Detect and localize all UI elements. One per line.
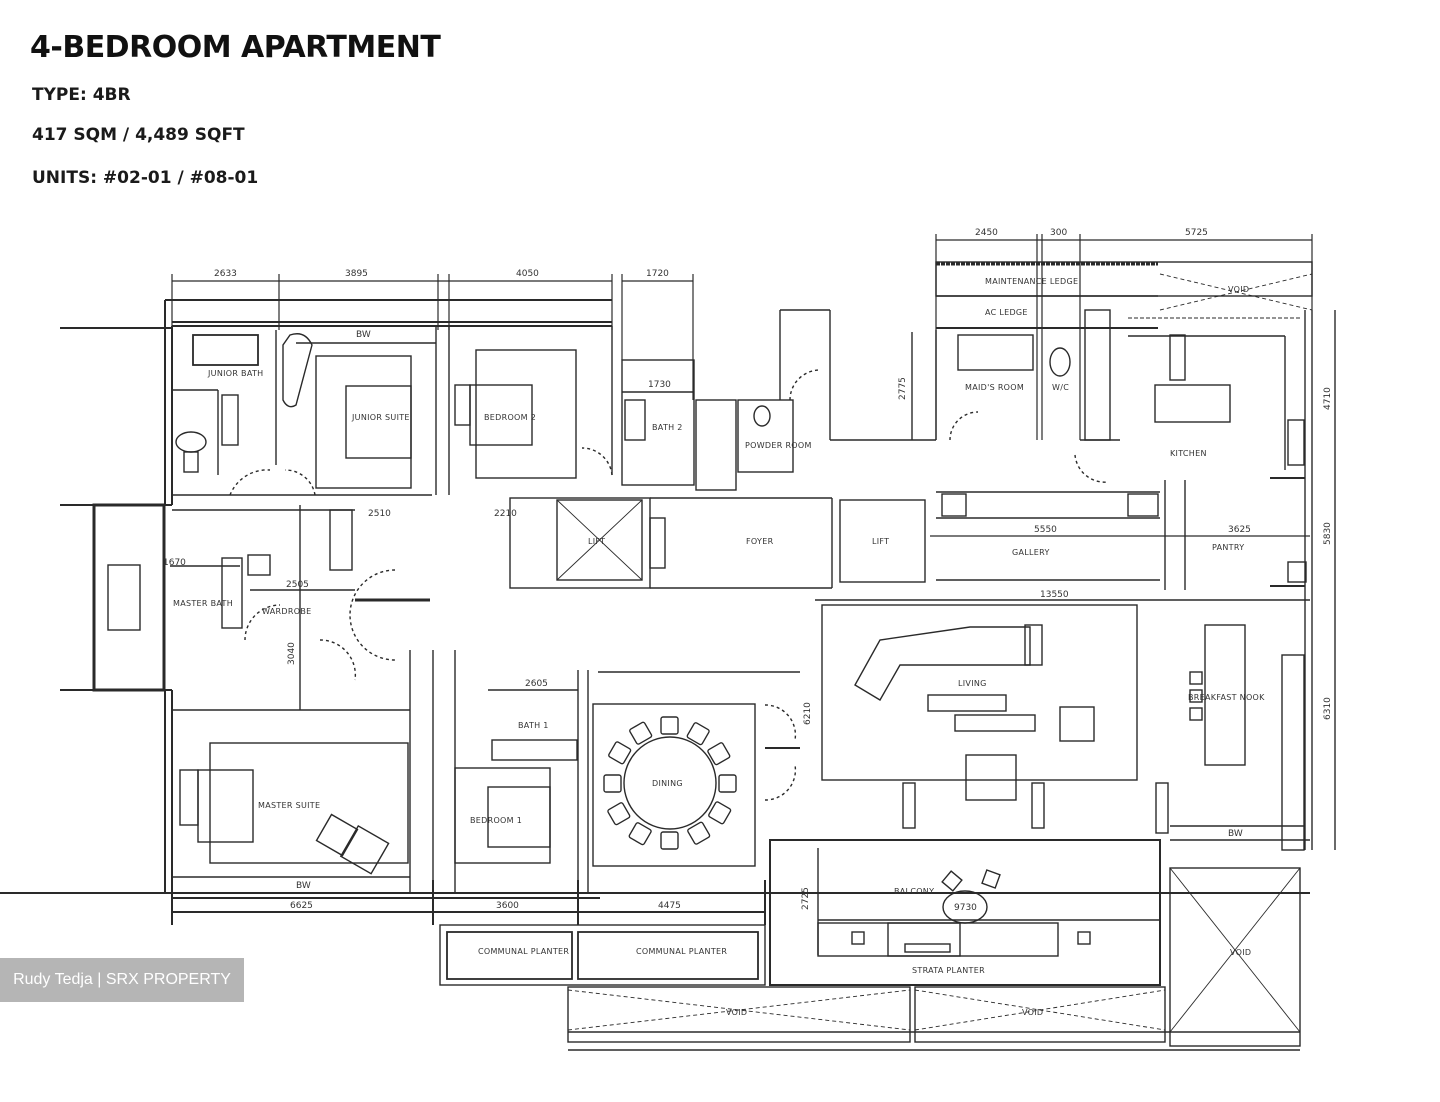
communal-planters: COMMUNAL PLANTER COMMUNAL PLANTER bbox=[439, 924, 766, 986]
dim-bottom-3: 4475 bbox=[658, 901, 681, 911]
unit-numbers: UNITS: #02-01 / #08-01 bbox=[32, 168, 259, 188]
dim-wardrobe: 2505 bbox=[286, 580, 309, 590]
room-label-foyer: FOYER bbox=[746, 537, 774, 546]
room-label-master-suite: MASTER SUITE bbox=[258, 801, 320, 810]
bedroom-1-area: 2605 BATH 1 BEDROOM 1 bbox=[409, 650, 589, 893]
unit-type: TYPE: 4BR bbox=[32, 85, 131, 105]
room-label-ac-ledge: AC LEDGE bbox=[985, 308, 1028, 317]
top-right-dimension-lines: 2450 300 5725 bbox=[935, 228, 1313, 440]
room-label-void-right: VOID bbox=[1230, 948, 1251, 957]
dim-dining-height: 6210 bbox=[803, 702, 813, 725]
room-label-lift: LIFT bbox=[588, 537, 605, 546]
balcony-area: 2725 9730 BALCONY STRATA PLANTER bbox=[769, 839, 1161, 986]
room-label-living: LIVING bbox=[958, 679, 987, 688]
room-label-bedroom-2: BEDROOM 2 bbox=[484, 413, 536, 422]
dim-top-3: 4050 bbox=[516, 269, 539, 279]
unit-area: 417 SQM / 4,489 SQFT bbox=[32, 125, 245, 145]
gallery-pantry-area: 5550 3625 5830 GALLERY PANTRY 13550 bbox=[930, 477, 1333, 600]
dim-kitchen-height: 4710 bbox=[1323, 387, 1333, 410]
dim-top-right-3: 5725 bbox=[1185, 228, 1208, 238]
master-bath-area: 1670 2505 3040 2510 2210 MASTER BATH WAR… bbox=[107, 505, 517, 710]
room-label-wc: W/C bbox=[1052, 383, 1069, 392]
dim-top-1: 2633 bbox=[214, 269, 237, 279]
room-label-dining: DINING bbox=[652, 779, 683, 788]
room-label-pantry: PANTRY bbox=[1212, 543, 1244, 552]
bw-label-right: BW bbox=[1228, 829, 1243, 839]
room-label-communal-planter-2: COMMUNAL PLANTER bbox=[636, 947, 727, 956]
room-label-breakfast: BREAKFAST NOOK bbox=[1188, 693, 1265, 702]
dim-maids-height: 2775 bbox=[898, 377, 908, 400]
dim-top-2: 3895 bbox=[345, 269, 368, 279]
room-label-junior-bath: JUNIOR BATH bbox=[207, 369, 264, 378]
dim-living-width: 13550 bbox=[1040, 590, 1069, 600]
page-title: 4-BEDROOM APARTMENT bbox=[30, 30, 441, 65]
dim-corridor-2: 2210 bbox=[494, 509, 517, 519]
room-label-junior-suite: JUNIOR SUITE bbox=[351, 413, 410, 422]
bedroom-2-area: BEDROOM 2 bbox=[448, 326, 613, 495]
dim-top-right-1: 2450 bbox=[975, 228, 998, 238]
plan-header: 4-BEDROOM APARTMENT TYPE: 4BR 417 SQM / … bbox=[30, 28, 441, 188]
dim-top-right-2: 300 bbox=[1050, 228, 1067, 238]
master-suite-area: MASTER SUITE BW bbox=[172, 709, 410, 891]
dim-balcony-width: 9730 bbox=[954, 903, 977, 913]
top-dimension-lines: 2633 3895 4050 1720 bbox=[171, 269, 694, 400]
room-label-maids-room: MAID'S ROOM bbox=[965, 383, 1024, 392]
dim-pantry-height: 5830 bbox=[1323, 522, 1333, 545]
lift-foyer-area: LIFT FOYER LIFT bbox=[509, 497, 926, 589]
dim-bottom-2: 3600 bbox=[496, 901, 519, 911]
bw-label-bottom: BW bbox=[296, 881, 311, 891]
room-label-kitchen: KITCHEN bbox=[1170, 449, 1207, 458]
room-label-void-bottom-1: VOID bbox=[726, 1008, 747, 1017]
dim-bath1: 2605 bbox=[525, 679, 548, 689]
service-area: 2775 4710 MAID'S ROOM W/C KITCHEN bbox=[898, 309, 1336, 850]
bath-2-area: 1730 BATH 2 POWDER ROOM bbox=[621, 359, 812, 491]
dim-top-4: 1720 bbox=[646, 269, 669, 279]
breakfast-area: BREAKFAST NOOK 6310 BW bbox=[1170, 624, 1333, 851]
dim-balcony-height: 2725 bbox=[801, 887, 811, 910]
room-label-bedroom-1: BEDROOM 1 bbox=[470, 816, 522, 825]
dining-chairs bbox=[603, 716, 737, 850]
room-label-strata-planter: STRATA PLANTER bbox=[912, 966, 985, 975]
bw-label-top: BW bbox=[356, 330, 371, 340]
dim-pantry: 3625 bbox=[1228, 525, 1251, 535]
living-area: LIVING bbox=[815, 599, 1310, 834]
dining-area: 6210 DINING bbox=[592, 671, 813, 867]
dim-master-bath: 1670 bbox=[163, 558, 186, 568]
junior-suite-area: JUNIOR BATH JUNIOR SUITE BW bbox=[172, 326, 437, 496]
room-label-balcony: BALCONY bbox=[894, 887, 934, 896]
dim-corridor-1: 2510 bbox=[368, 509, 391, 519]
dim-right-lower-height: 6310 bbox=[1323, 697, 1333, 720]
room-label-void-bottom-2: VOID bbox=[1022, 1008, 1043, 1017]
room-label-lift-lobby: LIFT bbox=[872, 537, 889, 546]
dim-wardrobe-height: 3040 bbox=[287, 642, 297, 665]
room-label-gallery: GALLERY bbox=[1012, 548, 1050, 557]
room-label-bath-2: BATH 2 bbox=[652, 423, 683, 432]
room-label-wardrobe: WARDROBE bbox=[262, 607, 311, 616]
dim-gallery: 5550 bbox=[1034, 525, 1057, 535]
entry-corridor-walls bbox=[779, 309, 937, 441]
void-areas: VOID VOID VOID bbox=[567, 867, 1301, 1051]
room-label-communal-planter-1: COMMUNAL PLANTER bbox=[478, 947, 569, 956]
watermark: Rudy Tedja | SRX PROPERTY bbox=[0, 958, 244, 1002]
exterior-walls bbox=[0, 299, 1310, 925]
ledges: MAINTENANCE LEDGE AC LEDGE VOID bbox=[935, 261, 1313, 329]
bottom-dimension-labels: 6625 3600 4475 bbox=[290, 901, 681, 911]
room-label-bath-1: BATH 1 bbox=[518, 721, 549, 730]
room-label-powder-room: POWDER ROOM bbox=[745, 441, 812, 450]
dim-bath2: 1730 bbox=[648, 380, 671, 390]
room-label-master-bath: MASTER BATH bbox=[173, 599, 233, 608]
room-label-void-top: VOID bbox=[1228, 285, 1249, 294]
dim-bottom-1: 6625 bbox=[290, 901, 313, 911]
room-label-maintenance-ledge: MAINTENANCE LEDGE bbox=[985, 277, 1078, 286]
